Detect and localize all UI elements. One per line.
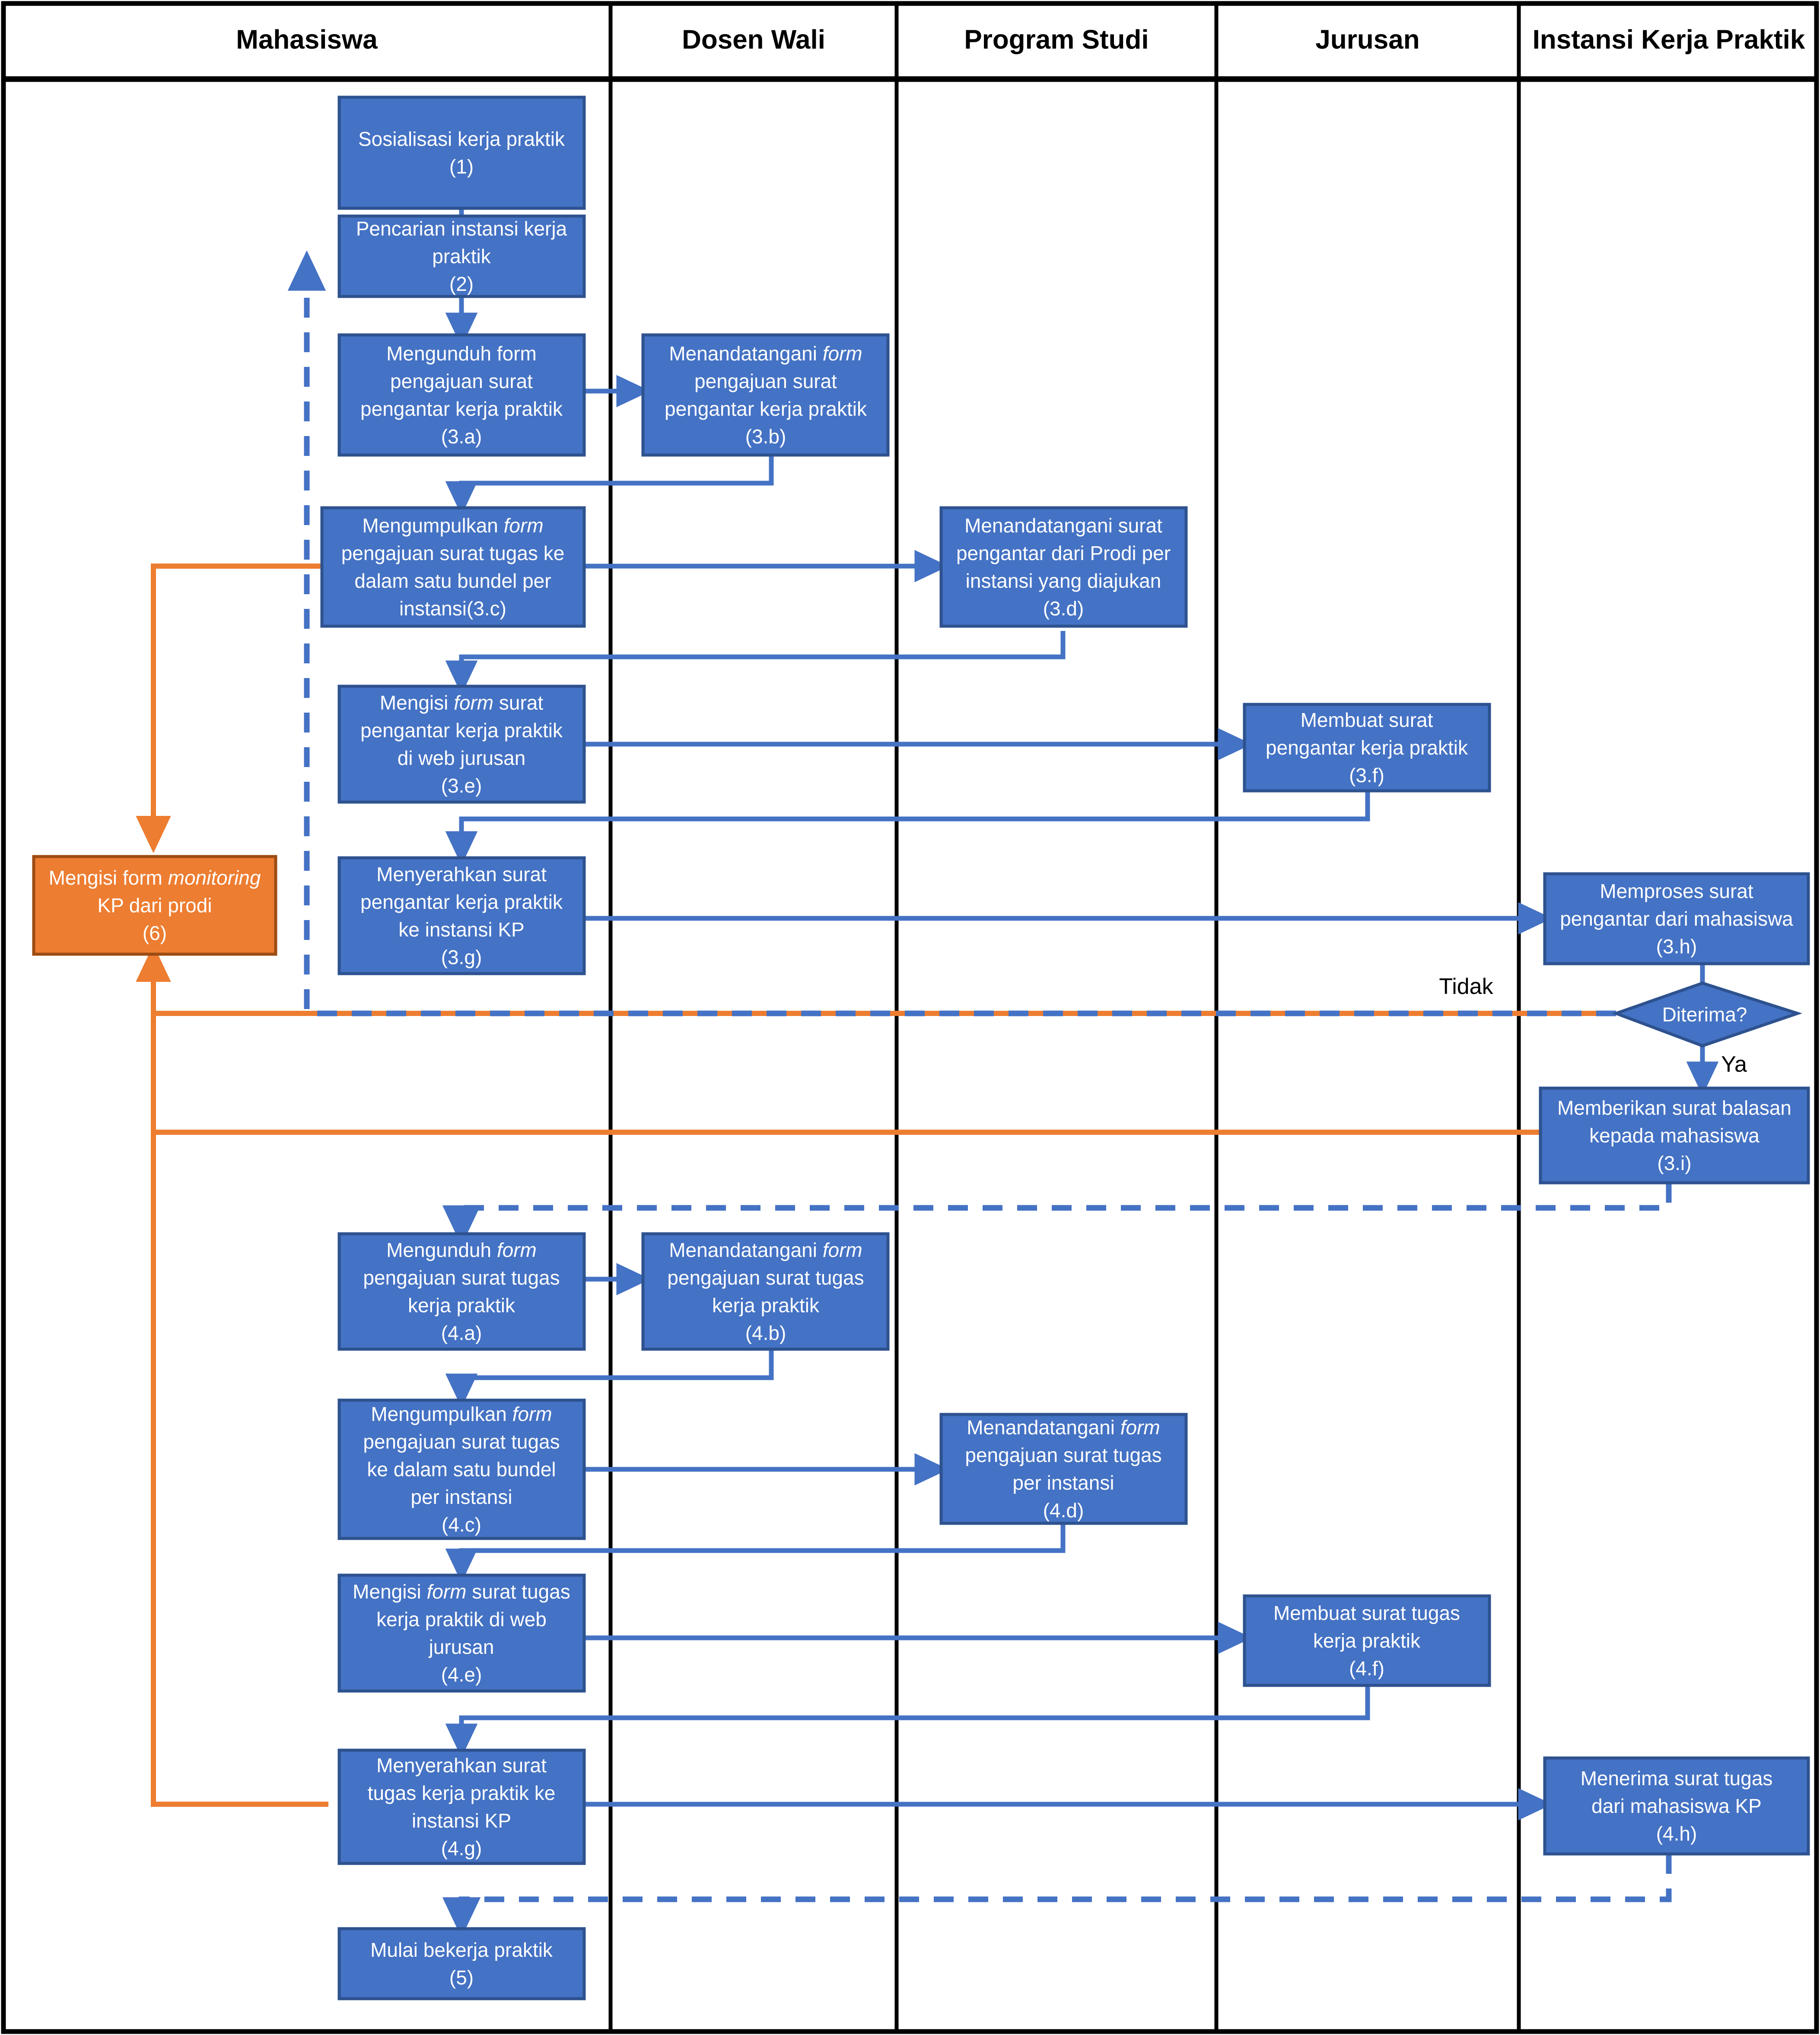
lane-header-instansi-kerja-praktik: Instansi Kerja Praktik	[1533, 25, 1805, 54]
lane-header-dosen-wali: Dosen Wali	[682, 25, 825, 54]
node-shape[interactable]	[641, 333, 890, 457]
node-shape[interactable]	[1543, 872, 1810, 965]
lane-header-jurusan: Jurusan	[1315, 25, 1419, 54]
edge-decision-tidak-to-2	[287, 250, 1616, 1016]
edge-labels: Tidak Ya	[1439, 974, 1747, 1077]
edge-4f-to-4g	[445, 1685, 1370, 1758]
edge-label-ya: Ya	[1721, 1052, 1747, 1077]
node-shape[interactable]	[1243, 1594, 1491, 1687]
edge-label-tidak: Tidak	[1439, 974, 1493, 999]
edge-3f-to-3g	[445, 791, 1370, 866]
node-label: Mulai bekerja praktik(5)	[370, 1939, 553, 1989]
flow-connectors	[287, 208, 1719, 1938]
node-shape[interactable]	[939, 506, 1188, 628]
node-label: Sosialisasi kerja praktik(1)	[358, 128, 565, 178]
node-shape[interactable]	[1611, 981, 1803, 1048]
node-shape[interactable]	[939, 1413, 1188, 1525]
node-5-mulai-bekerja-praktik[interactable]: Mulai bekerja praktik(5)	[337, 1927, 586, 2000]
edge-3b-to-3c	[445, 455, 774, 516]
node-shape[interactable]	[337, 685, 586, 804]
edge-4g-to-6	[151, 1132, 328, 1807]
node-shape[interactable]	[1539, 1086, 1810, 1185]
lane-header-mahasiswa: Mahasiswa	[236, 25, 378, 54]
edge-3d-to-3e	[445, 631, 1066, 695]
node-sosialisasi-kerja-praktik[interactable]: Sosialisasi kerja praktik(1)	[337, 96, 586, 210]
node-decision-diterima[interactable]: Diterima?	[1611, 981, 1803, 1048]
lane-headers: Mahasiswa Dosen Wali Program Studi Jurus…	[236, 25, 1805, 54]
edge-4b-to-4c	[445, 1349, 774, 1408]
node-shape[interactable]	[337, 1573, 586, 1693]
node-shape[interactable]	[320, 506, 586, 628]
node-shape[interactable]	[337, 1232, 586, 1351]
edge-3c-to-6	[136, 564, 322, 853]
node-shape[interactable]	[32, 855, 277, 956]
node-shape[interactable]	[337, 333, 586, 457]
node-shape[interactable]	[337, 1927, 586, 2000]
node-shape[interactable]	[1543, 1756, 1810, 1856]
node-label: Diterima?	[1662, 1003, 1747, 1026]
edge-4d-to-4e	[445, 1523, 1066, 1583]
edge-3i-to-4a	[442, 1183, 1672, 1246]
node-shape[interactable]	[337, 856, 586, 975]
lane-header-program-studi: Program Studi	[964, 25, 1149, 54]
node-shape[interactable]	[1243, 703, 1491, 793]
node-shape[interactable]	[337, 1748, 586, 1865]
node-shape[interactable]	[337, 96, 586, 210]
node-shape[interactable]	[337, 1398, 586, 1540]
node-shape[interactable]	[337, 214, 586, 298]
node-shape[interactable]	[641, 1232, 890, 1351]
